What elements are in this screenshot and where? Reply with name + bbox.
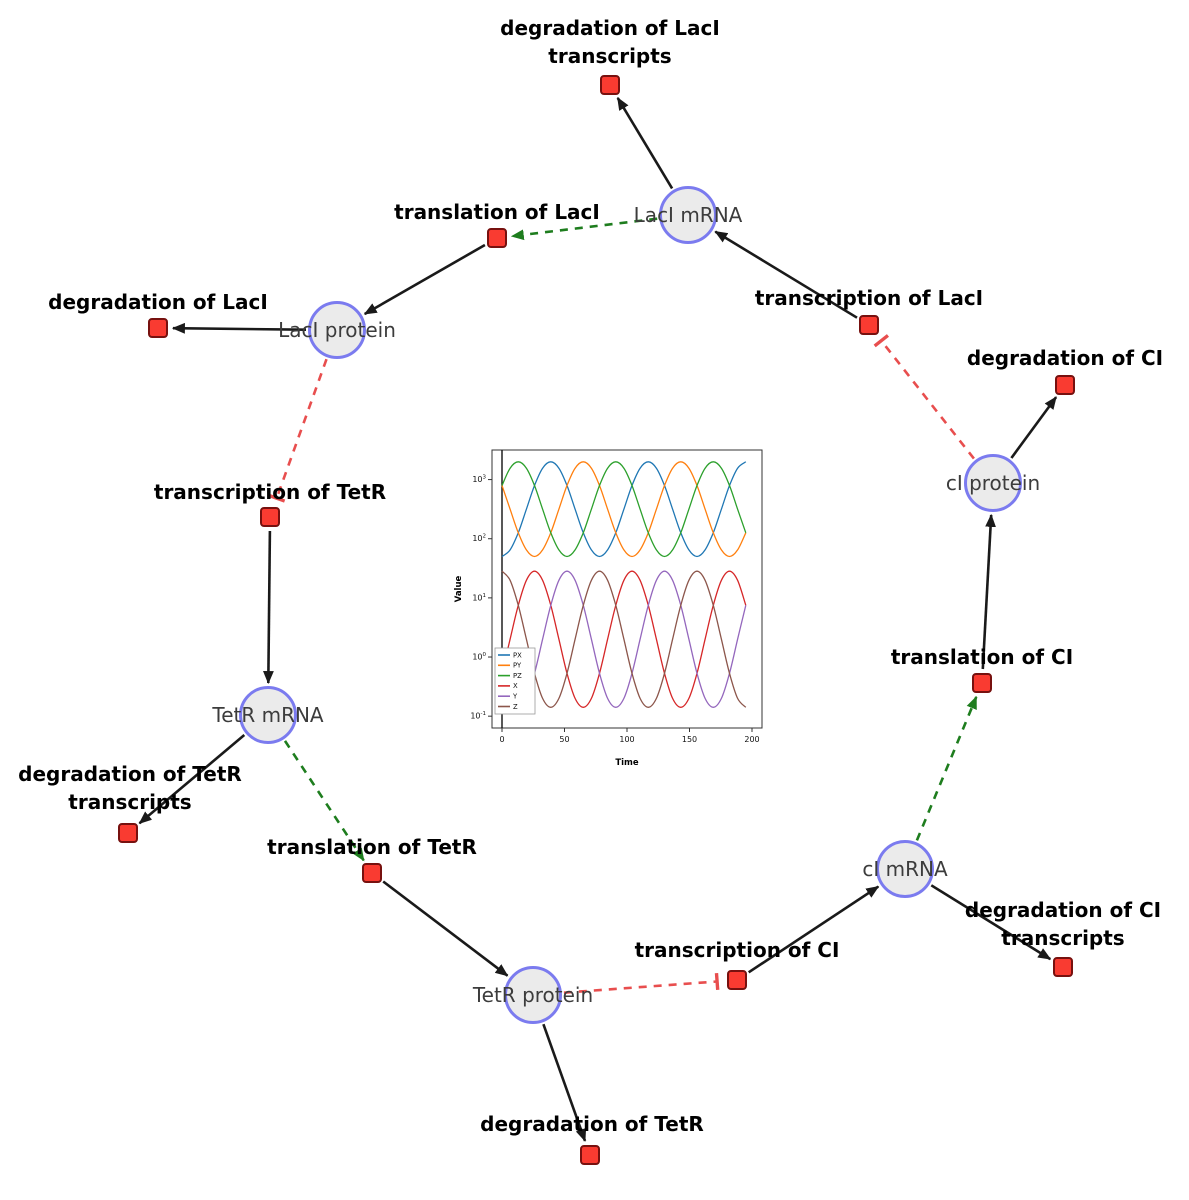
reaction-node-tr-ci[interactable] xyxy=(727,970,747,990)
reaction-node-deg-laci-tx[interactable] xyxy=(600,75,620,95)
reaction-node-tr-tetr[interactable] xyxy=(260,507,280,527)
edge-laci-mrna-transl-laci xyxy=(510,217,658,241)
edge-ci-mrna-deg-ci-tx xyxy=(930,884,1052,961)
reaction-node-deg-tetr[interactable] xyxy=(580,1145,600,1165)
legend-item-pz: PZ xyxy=(513,672,522,680)
legend-item-px: PX xyxy=(513,651,522,659)
species-node-tetr-mrna[interactable] xyxy=(239,686,297,744)
edge-transl-tetr-tetr-protein xyxy=(382,880,509,977)
series-line-px xyxy=(501,461,747,558)
y-tick-label: 10-1 xyxy=(470,711,486,721)
edge-tetr-protein-deg-tetr xyxy=(542,1023,587,1142)
edge-tetr-protein-tr-ci xyxy=(563,972,720,994)
edge-ci-protein-tr-laci xyxy=(873,334,975,460)
edge-ci-mrna-transl-ci xyxy=(915,695,978,841)
legend-box xyxy=(494,647,536,715)
x-tick-label: 50 xyxy=(559,735,569,744)
species-node-ci-protein[interactable] xyxy=(964,454,1022,512)
chart-x-axis-label: Time xyxy=(615,758,639,768)
legend-item-z: Z xyxy=(513,703,518,711)
edge-laci-protein-deg-laci xyxy=(171,322,307,334)
chart-legend: PX PY PZ XYZ xyxy=(494,647,536,715)
series-line-x xyxy=(501,570,747,708)
legend-item-x: X xyxy=(513,682,518,690)
reaction-node-deg-ci[interactable] xyxy=(1055,375,1075,395)
x-tick-label: 0 xyxy=(499,735,504,744)
edge-transl-ci-ci-protein xyxy=(981,513,996,670)
series-line-pz xyxy=(501,461,747,558)
species-node-laci-mrna[interactable] xyxy=(659,186,717,244)
edge-ci-protein-deg-ci xyxy=(1010,396,1058,459)
reaction-node-transl-tetr[interactable] xyxy=(362,863,382,883)
x-tick-label: 150 xyxy=(682,735,697,744)
reaction-node-transl-laci[interactable] xyxy=(487,228,507,248)
edge-transl-laci-laci-protein xyxy=(363,243,486,316)
reaction-node-deg-laci[interactable] xyxy=(148,318,168,338)
y-tick-label: 102 xyxy=(472,534,486,544)
y-tick-label: 101 xyxy=(472,593,486,603)
series-line-py xyxy=(501,461,747,558)
edge-laci-protein-tr-tetr xyxy=(268,358,328,503)
reaction-node-tr-laci[interactable] xyxy=(859,315,879,335)
x-tick-label: 100 xyxy=(619,735,634,744)
edge-tr-ci-ci-mrna xyxy=(747,885,880,974)
y-tick-label: 103 xyxy=(472,475,486,485)
series-line-z xyxy=(501,570,747,708)
reaction-node-transl-ci[interactable] xyxy=(972,673,992,693)
edge-tetr-mrna-transl-tetr xyxy=(283,740,365,862)
x-tick-label: 200 xyxy=(744,735,759,744)
reaction-node-deg-ci-tx[interactable] xyxy=(1053,957,1073,977)
edge-tetr-mrna-deg-tetr-tx xyxy=(138,734,246,825)
edge-tr-laci-laci-mrna xyxy=(714,230,858,319)
edge-tr-tetr-tetr-mrna xyxy=(263,530,274,685)
legend-item-py: PY xyxy=(513,662,522,670)
edge-laci-mrna-deg-laci-tx xyxy=(616,96,674,190)
reaction-node-deg-tetr-tx[interactable] xyxy=(118,823,138,843)
y-tick-label: 100 xyxy=(472,652,486,662)
legend-item-y: Y xyxy=(512,693,518,701)
species-node-tetr-protein[interactable] xyxy=(504,966,562,1024)
chart-y-axis-label: Value xyxy=(454,575,464,602)
species-node-ci-mrna[interactable] xyxy=(876,840,934,898)
series-line-y xyxy=(501,570,747,708)
species-node-laci-protein[interactable] xyxy=(308,301,366,359)
